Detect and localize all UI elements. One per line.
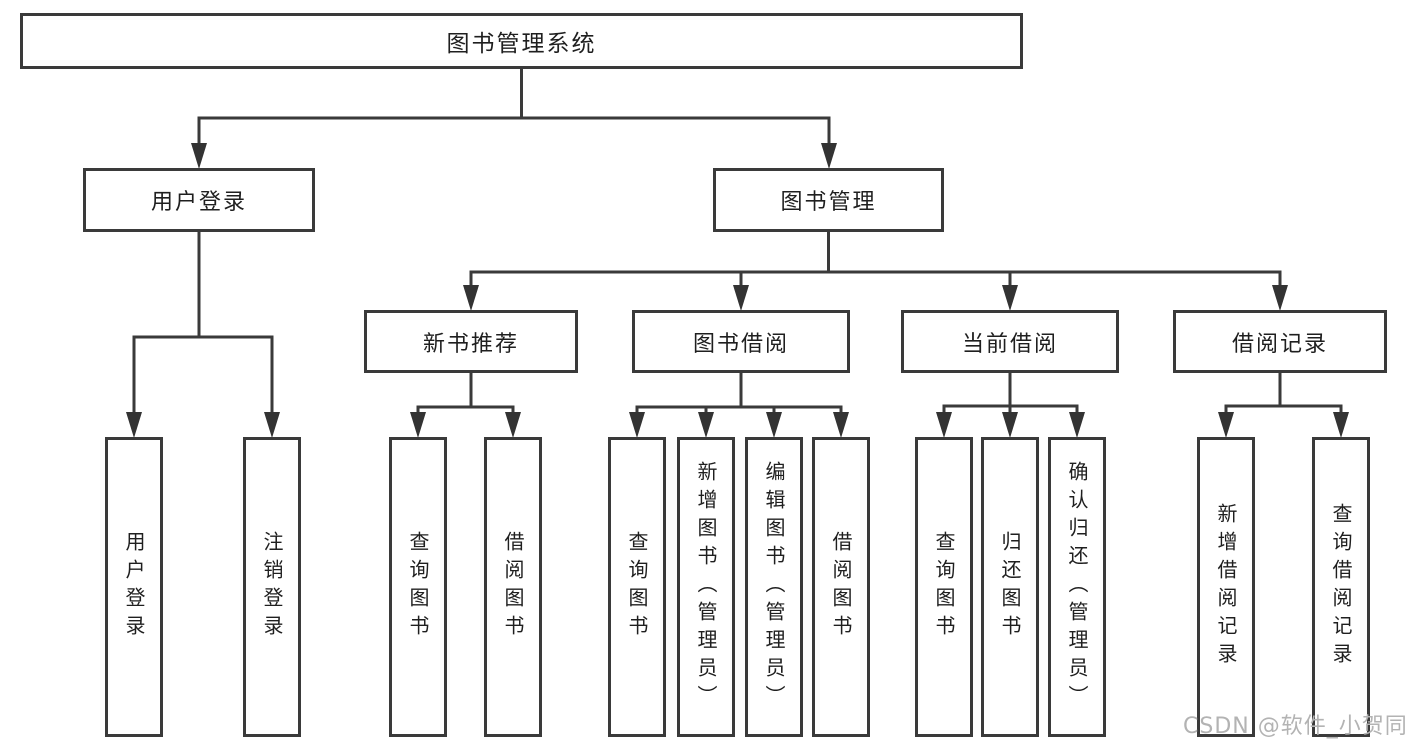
leaf-add-borrow-record-label: 新增借阅记录: [1214, 503, 1238, 671]
leaf-borrow-books-borrowing: 借阅图书: [812, 437, 870, 737]
leaf-borrow-books-borrowing-label: 借阅图书: [829, 531, 853, 643]
arrow-icon: [733, 285, 749, 311]
node-borrowing-records-label: 借阅记录: [1231, 331, 1328, 357]
node-root-label: 图书管理系统: [446, 31, 597, 57]
node-user-login: 用户登录: [83, 168, 315, 232]
arrow-icon: [766, 412, 782, 438]
node-current-borrowing-label: 当前借阅: [961, 331, 1058, 357]
arrow-icon: [410, 412, 426, 438]
node-book-borrowing: 图书借阅: [632, 310, 850, 373]
arrow-icon: [264, 412, 280, 438]
node-user-login-label: 用户登录: [150, 190, 247, 215]
leaf-borrow-books-recommend-label: 借阅图书: [501, 531, 525, 643]
connector-user-login-to-leaves: [132, 232, 274, 414]
arrow-icon: [1002, 412, 1018, 438]
leaf-query-books-borrowing-label: 查询图书: [625, 531, 649, 643]
connector-root-to-level2: [197, 68, 831, 146]
arrow-icon: [463, 285, 479, 311]
leaf-query-books-recommend: 查询图书: [389, 437, 447, 737]
leaf-add-books-admin-label: 新增图书（管理员）: [694, 461, 718, 713]
arrow-icon: [936, 412, 952, 438]
leaf-add-borrow-record: 新增借阅记录: [1197, 437, 1255, 737]
leaf-confirm-return-admin: 确认归还（管理员）: [1048, 437, 1106, 737]
leaf-query-books-borrowing: 查询图书: [608, 437, 666, 737]
node-book-management: 图书管理: [713, 168, 944, 232]
arrow-icon: [821, 143, 837, 169]
leaf-logout: 注销登录: [243, 437, 301, 737]
leaf-add-books-admin: 新增图书（管理员）: [677, 437, 735, 737]
node-borrowing-records: 借阅记录: [1173, 310, 1387, 373]
arrow-icon: [1333, 412, 1349, 438]
leaf-query-books-current-label: 查询图书: [932, 531, 956, 643]
arrow-icon: [1272, 285, 1288, 311]
leaf-user-login-label: 用户登录: [122, 531, 146, 643]
watermark: CSDN @软件_小贺同学: [1183, 714, 1405, 739]
leaf-borrow-books-recommend: 借阅图书: [484, 437, 542, 737]
leaf-user-login: 用户登录: [105, 437, 163, 737]
arrow-icon: [505, 412, 521, 438]
arrow-icon: [126, 412, 142, 438]
leaf-return-books: 归还图书: [981, 437, 1039, 737]
leaf-query-books-recommend-label: 查询图书: [406, 531, 430, 643]
connector-current-to-leaves: [942, 373, 1079, 415]
node-new-book-recommend-label: 新书推荐: [422, 331, 519, 357]
node-new-book-recommend: 新书推荐: [364, 310, 578, 373]
arrow-icon: [191, 143, 207, 169]
leaf-confirm-return-admin-label: 确认归还（管理员）: [1065, 461, 1089, 713]
leaf-query-borrow-record-label: 查询借阅记录: [1329, 503, 1353, 671]
connector-records-to-leaves: [1224, 373, 1343, 415]
node-book-borrowing-label: 图书借阅: [692, 331, 789, 357]
arrow-icon: [1218, 412, 1234, 438]
arrow-icon: [1002, 285, 1018, 311]
leaf-query-books-current: 查询图书: [915, 437, 973, 737]
leaf-return-books-label: 归还图书: [998, 531, 1022, 643]
node-root: 图书管理系统: [20, 13, 1023, 69]
arrow-icon: [698, 412, 714, 438]
leaf-query-borrow-record: 查询借阅记录: [1312, 437, 1370, 737]
leaf-edit-books-admin: 编辑图书（管理员）: [745, 437, 803, 737]
node-book-management-label: 图书管理: [780, 190, 877, 215]
arrow-icon: [629, 412, 645, 438]
connector-recommend-to-leaves: [416, 373, 515, 415]
leaf-edit-books-admin-label: 编辑图书（管理员）: [762, 461, 786, 713]
arrow-icon: [1069, 412, 1085, 438]
connector-borrowing-to-leaves: [635, 373, 843, 415]
arrow-icon: [833, 412, 849, 438]
leaf-logout-label: 注销登录: [260, 531, 284, 643]
node-current-borrowing: 当前借阅: [901, 310, 1119, 373]
connector-book-management-to-level3: [469, 232, 1282, 288]
